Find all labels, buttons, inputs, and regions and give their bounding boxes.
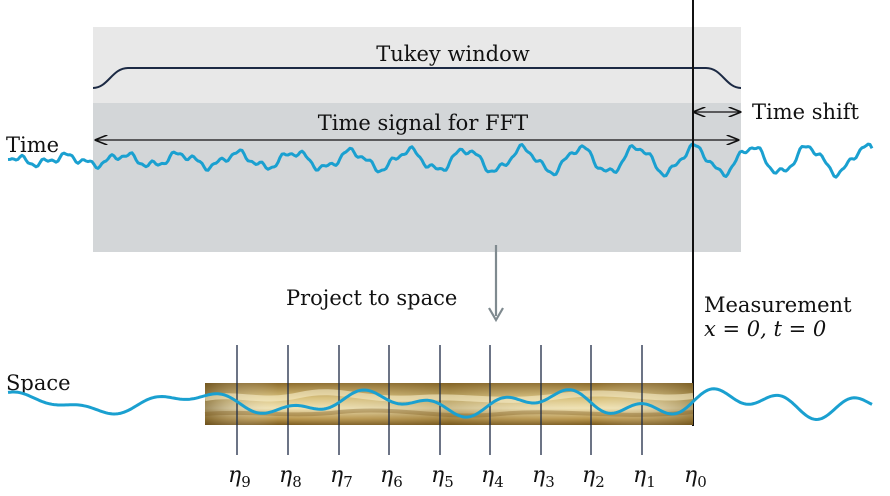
eta-label-8: η8 xyxy=(279,463,302,491)
eta-labels: η9 η8 η7 η6 η5 η4 η3 η2 η1 η0 xyxy=(228,463,707,491)
eta-label-6: η6 xyxy=(380,463,403,491)
time-shift-label: Time shift xyxy=(752,100,860,124)
eta-label-1: η1 xyxy=(633,463,656,491)
eta-label-2: η2 xyxy=(582,463,605,491)
fft-signal-label: Time signal for FFT xyxy=(318,111,528,135)
eta-label-0: η0 xyxy=(684,463,707,491)
tukey-window-label: Tukey window xyxy=(376,42,530,66)
fft-signal-panel xyxy=(93,103,741,252)
time-signal-wave xyxy=(7,142,874,179)
eta-label-7: η7 xyxy=(330,463,353,491)
time-axis-label: Time xyxy=(6,133,59,157)
eta-label-5: η5 xyxy=(431,463,454,491)
measurement-coords: x = 0, t = 0 xyxy=(704,317,826,341)
eta-label-4: η4 xyxy=(481,463,504,491)
eta-label-3: η3 xyxy=(532,463,555,491)
project-label: Project to space xyxy=(286,286,457,310)
tukey-window-curve xyxy=(92,67,742,89)
measurement-label: Measurement xyxy=(704,293,852,317)
project-arrow-head xyxy=(488,307,504,323)
eta-label-9: η9 xyxy=(228,463,251,491)
space-signal-wave xyxy=(7,387,873,421)
space-surface xyxy=(204,383,694,425)
